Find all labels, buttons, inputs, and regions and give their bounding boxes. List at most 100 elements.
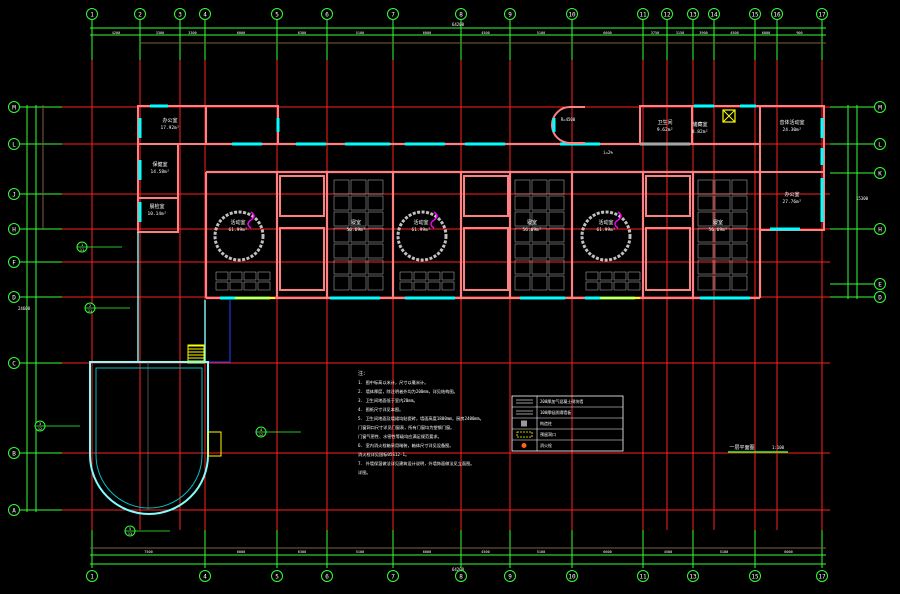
notes-heading: 注： [358,370,368,377]
bed [257,271,271,281]
bed [350,275,367,291]
bottom-dim-value: 5100 [720,550,728,554]
room-area: 56.69m² [347,227,366,233]
top-dim-value: 6000 [762,31,770,35]
axis-bubble-circle [8,138,20,150]
hall-outer-wall [89,361,209,515]
bottom-dim-value: 6000 [423,550,431,554]
axis-bubble-label: E [878,282,882,289]
bed [714,275,731,291]
axis-bubble-label: 7 [391,574,395,581]
bed [333,179,350,195]
bed [697,195,714,211]
detail-callout: 513 [124,525,170,537]
walls [89,104,825,515]
axis-bubble-label: 3 [178,12,182,19]
bottom-dim-value: 4500 [481,550,489,554]
axis-bubble-label: 9 [508,12,512,19]
axis-bubble-left: H [8,223,20,235]
axis-bubble-circle [637,8,649,20]
top-dim-value: 3300 [188,31,196,35]
blue-pipe [205,300,231,363]
axis-bubble-top: 13 [687,8,699,20]
bed [548,275,565,291]
bed [514,259,531,275]
bed [413,271,427,281]
legend-border [511,395,624,452]
room-name: 寝室 [713,219,723,226]
axis-bubble-label: C [12,361,16,368]
general-notes: 注：1. 图中标高以米计，尺寸以毫米计。2. 墙体厚度，除注明者外均为200mm… [358,370,788,476]
bed [514,179,531,195]
bed [257,281,271,291]
axis-bubble-bottom: 13 [687,570,699,582]
axis-bubble-top: 11 [637,8,649,20]
callout-sheet: 12 [38,427,42,431]
bed [413,281,427,291]
axis-bubble-label: D [12,295,16,302]
detail-callout: 412 [255,426,301,438]
bed [350,195,367,211]
room-area: 9.62m² [657,127,673,133]
bed [613,281,627,291]
bed [427,281,441,291]
axis-bubble-label: 2 [138,12,142,19]
toilet-block-wall [645,175,691,217]
axis-bubble-circle [387,8,399,20]
bed [367,179,384,195]
toilet-block-wall [279,175,325,217]
axis-bubble-label: 4 [203,12,207,19]
bed [731,243,748,259]
plan-scale: 1:100 [772,445,785,450]
axis-bubble-label: 15 [751,12,759,19]
axis-bubble-label: H [12,227,16,234]
axis-bubble-label: 10 [568,574,576,581]
axis-bubble-right: E [874,278,886,290]
bed [731,195,748,211]
note-line: 5. 卫生间地面及墙裙均贴瓷砖，墙面高度1800mm，厨房2400mm。 [358,415,484,422]
stair-radius-label: R=4500 [561,117,576,122]
axis-bubble-circle [199,570,211,582]
bed [229,271,243,281]
room-area: 24.30m² [783,127,802,133]
axis-bubble-circle [271,570,283,582]
bed [367,275,384,291]
callout-ref: 2 [89,304,91,308]
bed [367,227,384,243]
axis-bubble-circle [874,101,886,113]
axis-bubble-circle [504,8,516,20]
axis-bubble-left: L [8,138,20,150]
axis-bubble-circle [271,8,283,20]
bed [585,271,599,281]
top-total-dim: 64200 [452,22,465,27]
axis-bubble-circle [661,8,673,20]
stair-curve [551,106,585,144]
top-dim-value: 4500 [481,31,489,35]
bed [613,271,627,281]
circle-seating [580,210,632,262]
room-office-wall [137,105,207,145]
bed [333,259,350,275]
axis-bubble-top: 4 [199,8,211,20]
bed [514,211,531,227]
axis-bubble-circle [174,8,186,20]
axis-bubble-label: 5 [275,574,279,581]
top-dim-value: 6600 [603,31,611,35]
axis-bubble-circle [455,8,467,20]
note-line: 门窗气密性、水密性等级均应满足规范要求。 [358,433,442,440]
bottom-dim-value: 5100 [537,550,545,554]
callout-sheet: 11 [80,248,84,252]
bed [731,259,748,275]
bed [367,211,384,227]
bed [714,179,731,195]
axis-bubble-label: 8 [459,574,463,581]
bottom-total-dim: 64200 [452,567,465,572]
note-line: 消火栓详见国标05S12-1。 [358,451,409,458]
axis-bubble-circle [874,223,886,235]
axis-bubble-label: K [878,171,882,178]
room-name: 活动室 [230,219,245,226]
elevator-icon [722,109,736,123]
